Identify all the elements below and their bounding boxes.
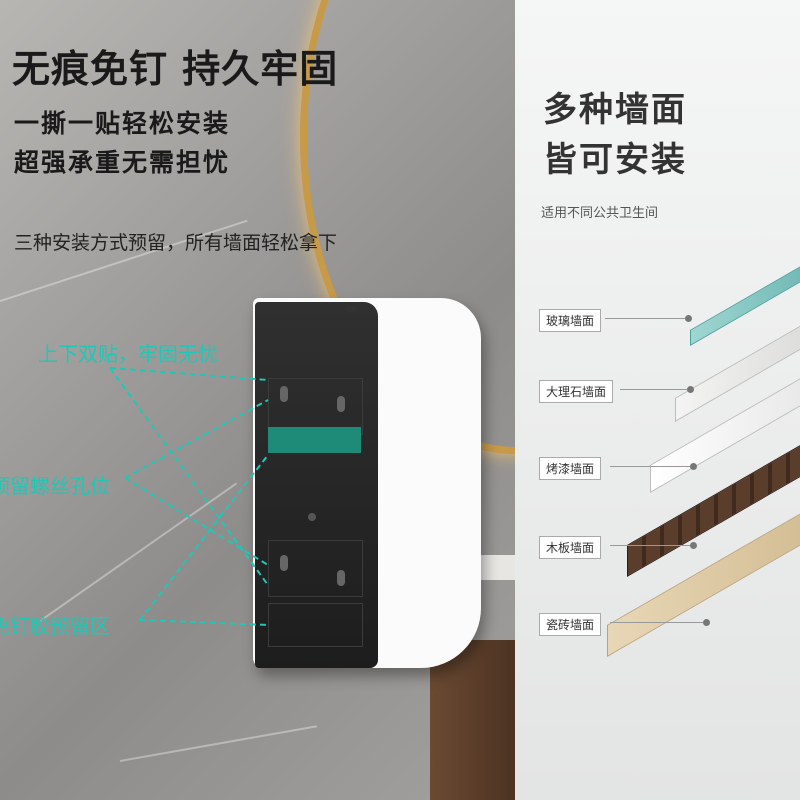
label-wood-wall: 木板墙面 (539, 536, 602, 559)
leader-dot (687, 386, 694, 393)
wall-types-panel: 多种墙面 皆可安装 适用不同公共卫生间 玻璃墙面 大理石墙面 烤漆墙面 木板墙面… (515, 0, 800, 800)
screw-hole-icon (337, 396, 345, 412)
screw-hole-icon (337, 570, 345, 586)
center-screw-icon (308, 513, 316, 521)
screw-hole-icon (280, 386, 288, 402)
leader-dot (685, 315, 692, 322)
callout-glue-area: 免钉胶预留区 (0, 614, 110, 638)
main-title: 无痕免钉 持久牢固 (12, 47, 339, 91)
leader-line (610, 466, 690, 467)
sensor-icon (345, 306, 357, 312)
callout-double-stick: 上下双贴，牢固无忧 (38, 342, 218, 366)
dispenser-back-panel (255, 302, 378, 668)
leader-line (610, 545, 690, 546)
subtitle-easy-install: 一撕一贴轻松安装 (14, 109, 231, 138)
leader-line (610, 622, 705, 623)
glue-area-box (268, 603, 363, 647)
callout-screw-holes: 预留螺丝孔位 (0, 474, 110, 498)
label-glass-wall: 玻璃墙面 (539, 309, 602, 332)
leader-line (620, 389, 690, 390)
wall-title-line1: 多种墙面 (543, 90, 687, 130)
wall-note: 适用不同公共卫生间 (541, 206, 659, 221)
label-marble-wall: 大理石墙面 (539, 380, 614, 403)
label-paint-wall: 烤漆墙面 (539, 457, 602, 480)
bathroom-scene: 无痕免钉 持久牢固 一撕一贴轻松安装 超强承重无需担忧 三种安装方式预留，所有墙… (0, 0, 515, 800)
adhesive-strip (268, 427, 361, 453)
leader-dot (690, 542, 697, 549)
bottom-mount-box (268, 540, 363, 597)
label-tile-wall: 瓷砖墙面 (539, 613, 602, 636)
glass-wall-layer (690, 253, 800, 346)
leader-dot (690, 463, 697, 470)
leader-line (605, 318, 685, 319)
screw-hole-icon (280, 555, 288, 571)
wood-cabinet (430, 640, 515, 800)
leader-dot (703, 619, 710, 626)
subtitle-load-bearing: 超强承重无需担忧 (14, 148, 231, 177)
wall-title-line2: 皆可安装 (543, 140, 687, 180)
callout-lines (109, 367, 269, 626)
install-description: 三种安装方式预留，所有墙面轻松拿下 (14, 232, 338, 254)
